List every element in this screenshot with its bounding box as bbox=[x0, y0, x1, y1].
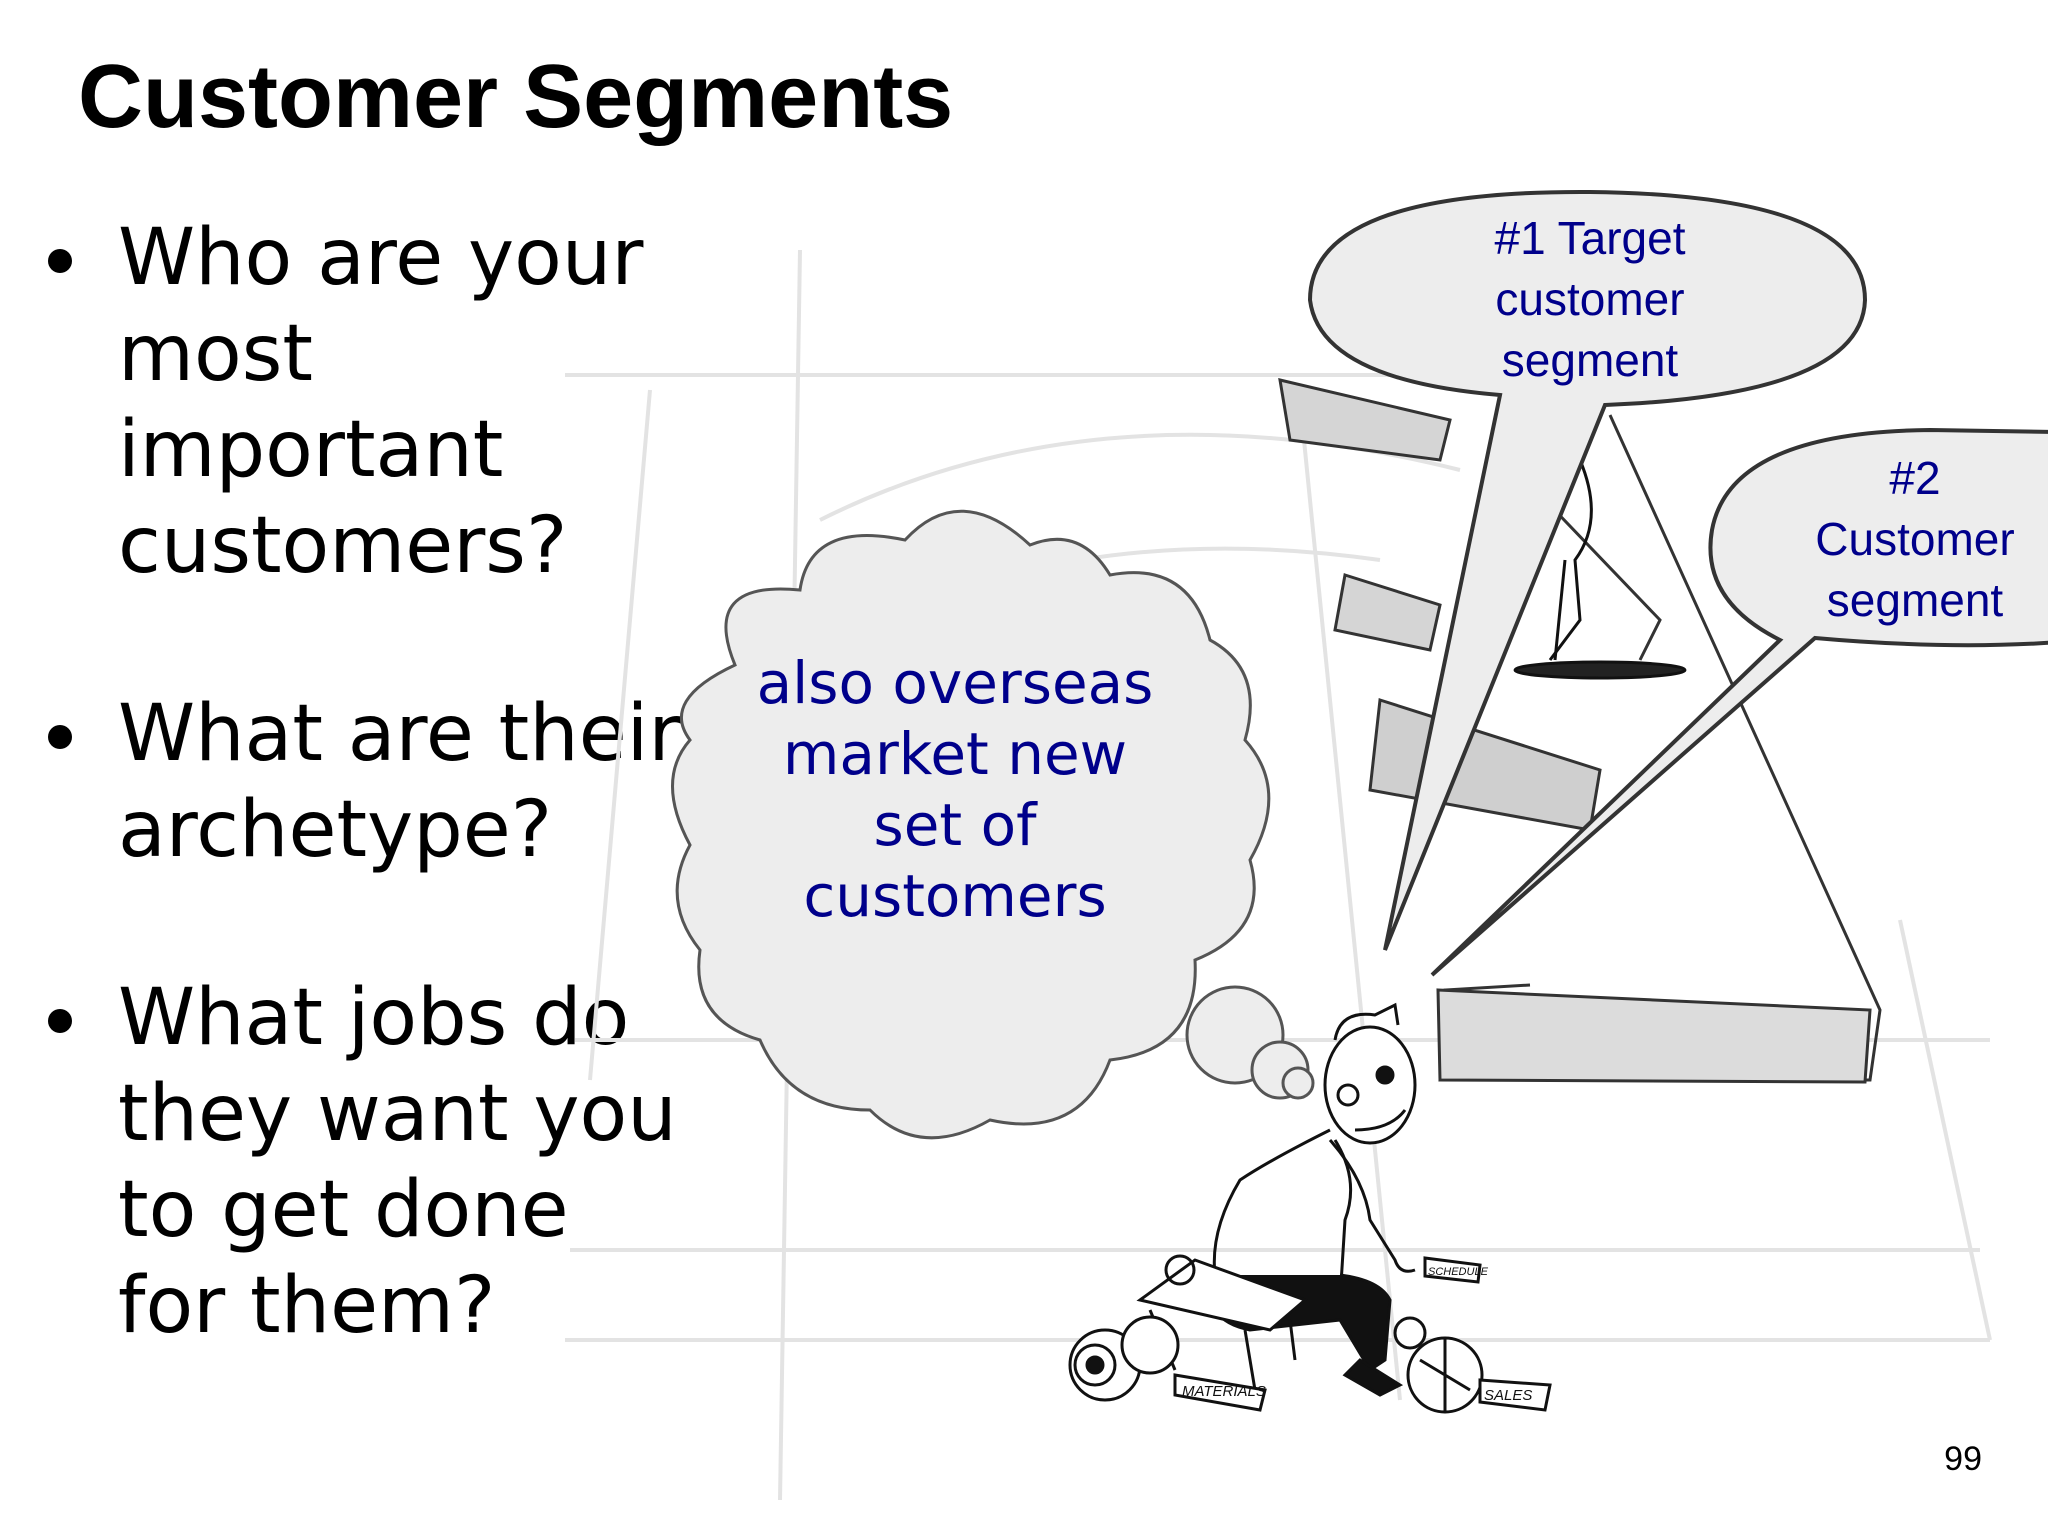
speech-bubble-target bbox=[1307, 189, 1868, 951]
pyramid-illustration: MATERIALS SALES SCHEDULE bbox=[565, 189, 2048, 1501]
page-number: 99 bbox=[1944, 1440, 1982, 1478]
tag-schedule: SCHEDULE bbox=[1428, 1266, 1489, 1278]
tag-sales: SALES bbox=[1484, 1387, 1532, 1404]
slide-title: Customer Segments bbox=[78, 47, 954, 147]
bullet-list: Who are your most important customers? W… bbox=[38, 210, 698, 1354]
top-figure bbox=[1513, 459, 1687, 680]
speech-bubble-2-text: #2 Customer segment bbox=[1815, 452, 2015, 626]
thought-cloud bbox=[671, 509, 1271, 1140]
speech-bubble-customer bbox=[1430, 427, 2048, 977]
prop-tags: MATERIALS SALES SCHEDULE bbox=[1182, 1266, 1532, 1404]
speech-bubble-1-text: #1 Target customer segment bbox=[1494, 212, 1686, 386]
bullet-item: What are their archetype? bbox=[38, 686, 698, 878]
tag-materials: MATERIALS bbox=[1182, 1383, 1266, 1400]
bullet-item: What jobs do they want you to get done f… bbox=[38, 970, 698, 1354]
thinking-man bbox=[1136, 1002, 1417, 1397]
bullet-item: Who are your most important customers? bbox=[38, 210, 698, 594]
props bbox=[1068, 1256, 1552, 1414]
thought-cloud-text: also overseas market new set of customer… bbox=[756, 649, 1154, 930]
